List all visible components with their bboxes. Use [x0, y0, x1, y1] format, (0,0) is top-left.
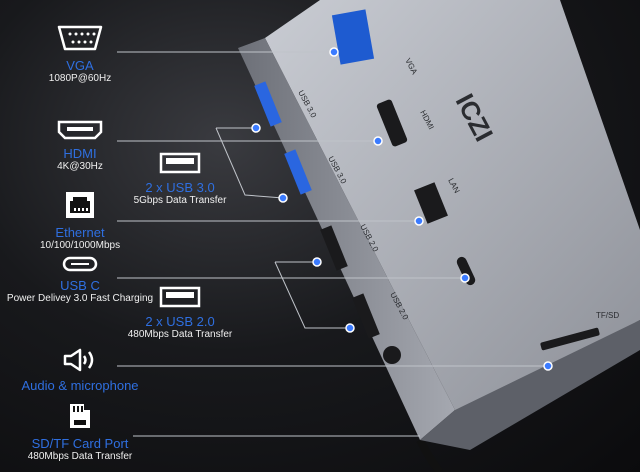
hdmi-port-icon	[57, 120, 103, 140]
feature-subtitle: 4K@30Hz	[57, 161, 103, 172]
vga-port-icon	[57, 25, 103, 51]
feature-subtitle: 10/100/1000Mbps	[40, 240, 121, 251]
usb3-port-2	[284, 149, 312, 195]
feature-title: Ethernet	[55, 225, 105, 240]
feature-usb-c: USB C Power Delivey 3.0 Fast Charging	[0, 256, 160, 305]
feature-title: USB C	[60, 278, 100, 293]
lan-port	[414, 182, 448, 224]
hub-top-face	[265, 0, 640, 410]
feature-subtitle: Power Delivey 3.0 Fast Charging	[6, 293, 154, 304]
feature-title: VGA	[66, 58, 94, 73]
audio-jack	[383, 346, 401, 364]
feature-audio: Audio & microphone	[10, 348, 150, 393]
feature-title: HDMI	[63, 146, 97, 161]
feature-usb3: 2 x USB 3.0 5Gbps Data Transfer	[125, 152, 235, 207]
usb3-port-1	[254, 81, 282, 127]
feature-usb2: 2 x USB 2.0 480Mbps Data Transfer	[118, 286, 242, 341]
hdmi-port	[376, 99, 408, 147]
usb2-port-1	[320, 225, 348, 271]
feature-subtitle: 1080P@60Hz	[48, 73, 112, 84]
ethernet-port-icon	[66, 192, 94, 218]
feature-sd-card: SD/TF Card Port 480Mbps Data Transfer	[20, 402, 140, 463]
speaker-icon	[63, 348, 94, 372]
vga-port	[331, 9, 375, 65]
feature-title: Audio & microphone	[21, 378, 139, 393]
feature-vga: VGA 1080P@60Hz	[40, 24, 120, 85]
feature-ethernet: Ethernet 10/100/1000Mbps	[40, 191, 120, 252]
feature-hdmi: HDMI 4K@30Hz	[40, 120, 120, 173]
hub-port-face	[238, 38, 455, 440]
feature-title: 2 x USB 2.0	[145, 314, 215, 329]
feature-subtitle: 480Mbps Data Transfer	[27, 451, 133, 462]
feature-title: SD/TF Card Port	[31, 436, 129, 451]
feature-subtitle: 5Gbps Data Transfer	[133, 195, 227, 206]
svg-text:TF/SD: TF/SD	[596, 311, 619, 320]
ports	[254, 9, 600, 364]
feature-title: 2 x USB 3.0	[145, 180, 215, 195]
card-slot	[540, 327, 600, 351]
usb2-port-2	[352, 293, 380, 339]
usb-c-port-icon	[62, 256, 98, 272]
sd-card-icon	[70, 404, 90, 428]
leader-lines	[117, 51, 548, 437]
usb-a-port-icon	[159, 152, 201, 174]
usb-a-port-icon	[159, 286, 201, 308]
feature-subtitle: 480Mbps Data Transfer	[127, 329, 233, 340]
usb-c-port	[456, 256, 476, 286]
callout-dots	[251, 47, 553, 371]
